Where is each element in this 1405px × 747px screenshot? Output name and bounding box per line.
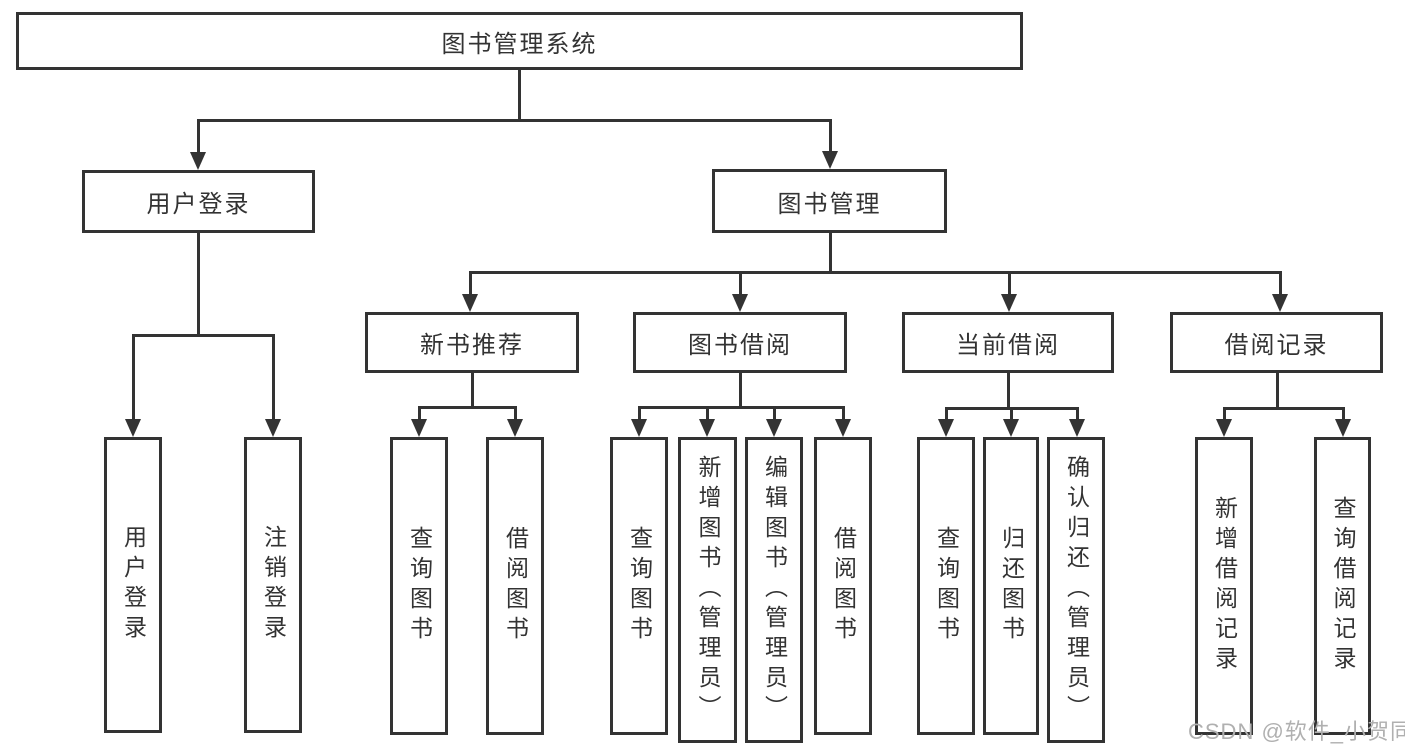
connector-drop-book-borrowing bbox=[705, 407, 709, 423]
node-leaf-query-borrow-record: 查询借阅记录 bbox=[1314, 437, 1371, 735]
node-borrowing-records: 借阅记录 bbox=[1170, 312, 1383, 373]
connector-bus-new-book-recommend bbox=[417, 405, 517, 409]
arrow-down-icon bbox=[125, 419, 141, 437]
connector-drop-book-borrowing bbox=[772, 407, 776, 423]
node-leaf-add-books-admin: 新增图书（管理员） bbox=[678, 437, 737, 743]
arrow-down-icon bbox=[1335, 419, 1351, 437]
connector-bus-book-management bbox=[468, 270, 1282, 274]
watermark: CSDN @软件_小贺同学 bbox=[1188, 719, 1405, 744]
connector-drop-root bbox=[196, 120, 200, 156]
arrow-down-icon bbox=[462, 294, 478, 312]
arrow-down-icon bbox=[631, 419, 647, 437]
connector-stem-user-login bbox=[196, 233, 200, 337]
node-leaf-query-books-1: 查询图书 bbox=[390, 437, 448, 735]
node-leaf-return-books: 归还图书 bbox=[983, 437, 1039, 735]
connector-drop-new-book-recommend bbox=[417, 407, 421, 423]
connector-drop-book-borrowing bbox=[841, 407, 845, 423]
node-leaf-borrow-books-2: 借阅图书 bbox=[814, 437, 872, 735]
arrow-down-icon bbox=[822, 151, 838, 169]
connector-drop-book-management bbox=[1007, 272, 1011, 298]
connector-drop-book-management bbox=[468, 272, 472, 298]
arrow-down-icon bbox=[835, 419, 851, 437]
node-book-borrowing: 图书借阅 bbox=[633, 312, 847, 373]
connector-drop-user-login bbox=[131, 335, 135, 423]
arrow-down-icon bbox=[1216, 419, 1232, 437]
arrow-down-icon bbox=[1272, 294, 1288, 312]
node-new-book-recommend: 新书推荐 bbox=[365, 312, 579, 373]
connector-drop-current-borrowing bbox=[1075, 408, 1079, 423]
arrow-down-icon bbox=[732, 294, 748, 312]
connector-stem-root bbox=[517, 70, 521, 122]
connector-bus-book-borrowing bbox=[637, 405, 845, 409]
node-leaf-logout: 注销登录 bbox=[244, 437, 302, 733]
arrow-down-icon bbox=[1001, 294, 1017, 312]
node-user-login: 用户登录 bbox=[82, 170, 315, 233]
connector-bus-user-login bbox=[131, 333, 275, 337]
connector-stem-current-borrowing bbox=[1006, 373, 1010, 410]
node-leaf-query-books-3: 查询图书 bbox=[917, 437, 975, 735]
connector-drop-current-borrowing bbox=[944, 408, 948, 423]
arrow-down-icon bbox=[190, 152, 206, 170]
connector-drop-book-borrowing bbox=[637, 407, 641, 423]
connector-drop-book-management bbox=[1278, 272, 1282, 298]
arrow-down-icon bbox=[411, 419, 427, 437]
node-leaf-borrow-books-1: 借阅图书 bbox=[486, 437, 544, 735]
connector-drop-book-management bbox=[738, 272, 742, 298]
node-root: 图书管理系统 bbox=[16, 12, 1023, 70]
arrow-down-icon bbox=[265, 419, 281, 437]
node-leaf-confirm-return-admin: 确认归还（管理员） bbox=[1047, 437, 1105, 743]
node-leaf-edit-books-admin: 编辑图书（管理员） bbox=[745, 437, 803, 743]
arrow-down-icon bbox=[766, 419, 782, 437]
connector-drop-root bbox=[828, 120, 832, 155]
arrow-down-icon bbox=[507, 419, 523, 437]
connector-drop-borrowing-records bbox=[1222, 408, 1226, 423]
connector-drop-new-book-recommend bbox=[513, 407, 517, 423]
connector-stem-new-book-recommend bbox=[470, 373, 474, 409]
arrow-down-icon bbox=[1069, 419, 1085, 437]
node-leaf-user-login: 用户登录 bbox=[104, 437, 162, 733]
connector-bus-root bbox=[196, 118, 832, 122]
connector-drop-current-borrowing bbox=[1009, 408, 1013, 423]
node-leaf-add-borrow-record: 新增借阅记录 bbox=[1195, 437, 1253, 735]
connector-drop-borrowing-records bbox=[1341, 408, 1345, 423]
arrow-down-icon bbox=[938, 419, 954, 437]
connector-stem-borrowing-records bbox=[1275, 373, 1279, 410]
node-book-management: 图书管理 bbox=[712, 169, 947, 233]
connector-drop-user-login bbox=[271, 335, 275, 423]
node-leaf-query-books-2: 查询图书 bbox=[610, 437, 668, 735]
connector-bus-borrowing-records bbox=[1222, 406, 1345, 410]
node-current-borrowing: 当前借阅 bbox=[902, 312, 1114, 373]
arrow-down-icon bbox=[699, 419, 715, 437]
connector-stem-book-borrowing bbox=[738, 373, 742, 409]
arrow-down-icon bbox=[1003, 419, 1019, 437]
connector-stem-book-management bbox=[828, 233, 832, 274]
